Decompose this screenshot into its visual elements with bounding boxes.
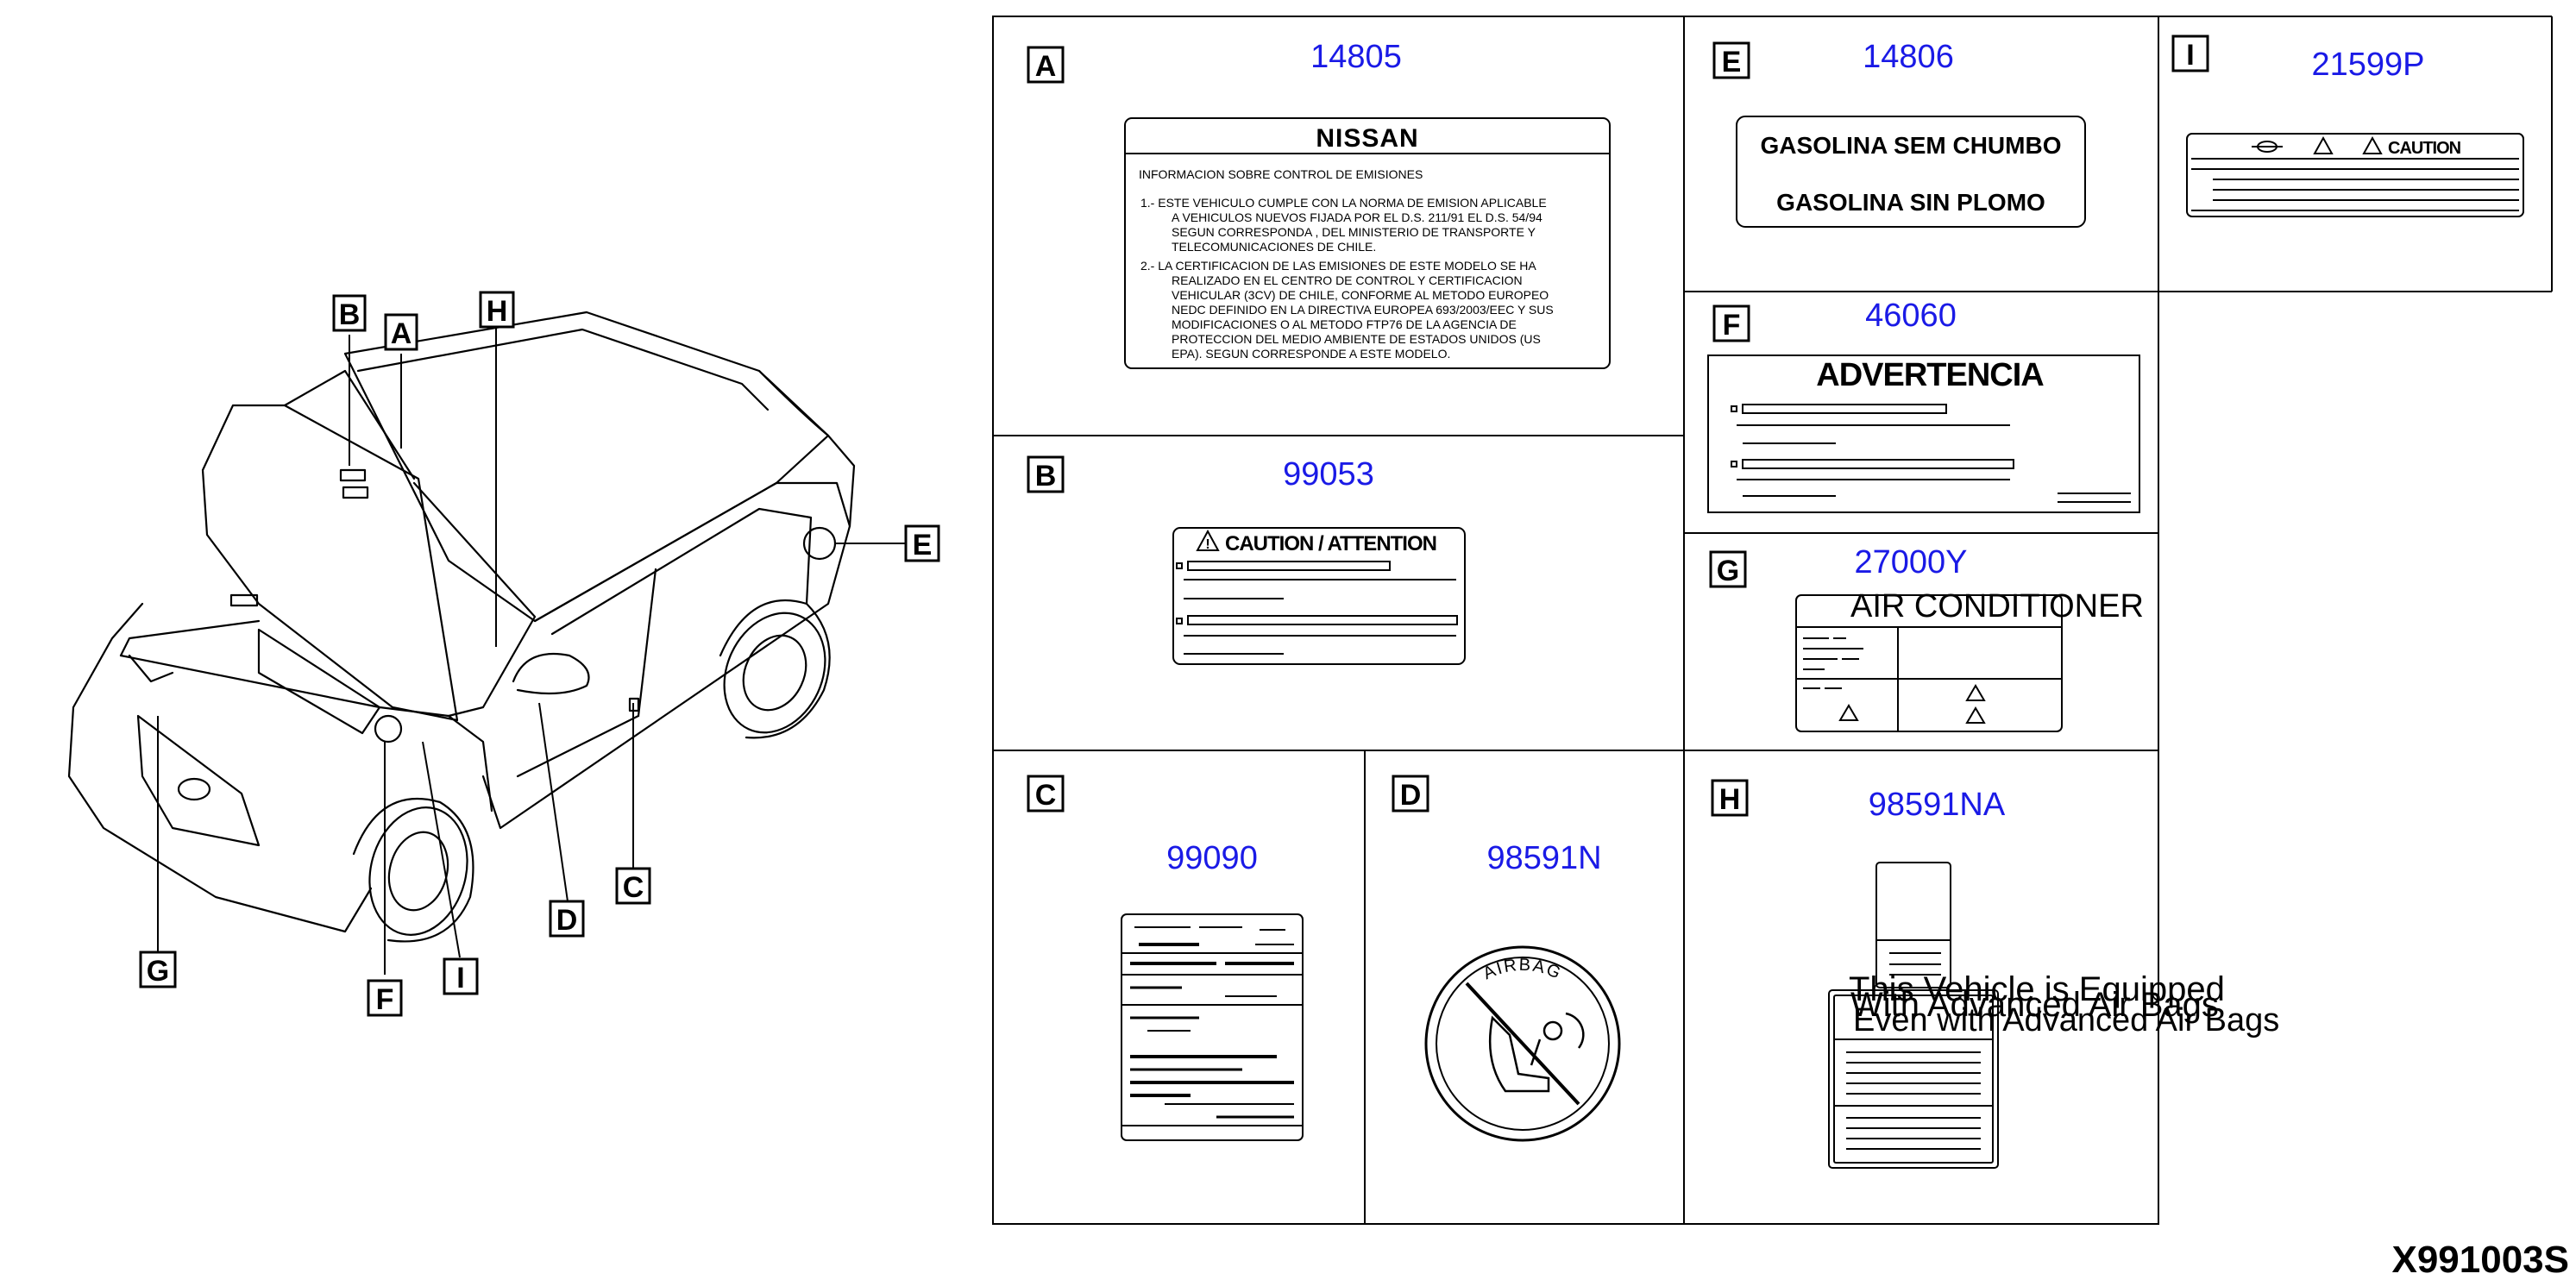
svg-text:2.- LA CERTIFICACION DE LAS EM: 2.- LA CERTIFICACION DE LAS EMISIONES DE…	[1140, 259, 1536, 273]
callout-A-letter: A	[391, 317, 412, 350]
callout-E[interactable]: E	[904, 524, 940, 562]
panel-H-part-number: 98591NA	[1869, 787, 2006, 823]
info-label	[1121, 913, 1304, 1141]
vehicle-illustration	[67, 311, 856, 943]
caution-label-small-caption: CAUTION	[2388, 139, 2461, 158]
callout-leaders	[157, 319, 906, 975]
svg-text:!: !	[1205, 537, 1209, 552]
svg-text:TELECOMUNICACIONES DE CHILE.: TELECOMUNICACIONES DE CHILE.	[1172, 240, 1376, 254]
callout-H-letter: H	[487, 295, 508, 328]
air-conditioner-caption: AIR CONDITIONER	[1850, 588, 2144, 624]
panel-D-part-number: 98591N	[1486, 840, 1601, 876]
panel-I-part-number: 21599P	[2311, 47, 2424, 83]
diagram-code: X991003S	[2391, 1239, 2569, 1280]
emission-label	[1124, 117, 1611, 369]
svg-text:SEGUN CORRESPONDA , DEL MINI: SEGUN CORRESPONDA , DEL MINISTERIO DE TR…	[1172, 225, 1536, 239]
panel-F-letter: F	[1723, 309, 1741, 342]
callout-F[interactable]: F	[367, 979, 403, 1017]
svg-text:PROTECCION DEL MEDIO AMBIEN: PROTECCION DEL MEDIO AMBIENTE DE ESTADOS…	[1172, 332, 1541, 346]
panel-E: E 14806 GASOLINA SEM CHUMBO GASOLINA SIN…	[1712, 39, 2086, 228]
svg-text:NEDC DEFINIDO EN LA DIRECTIVA: NEDC DEFINIDO EN LA DIRECTIVA EUROPEA 69…	[1172, 303, 1554, 317]
callout-G[interactable]: G	[139, 951, 177, 988]
panel-F-part-number: 46060	[1865, 298, 1957, 334]
callout-B[interactable]: B	[332, 294, 367, 332]
panel-C-part-number: 99090	[1166, 840, 1258, 876]
callout-A[interactable]: A	[384, 313, 418, 351]
panel-A: A 14805 NISSAN INFORMACION SOBRE CONTROL…	[1027, 39, 1611, 369]
caution-attention-caption: CAUTION / ATTENTION	[1225, 532, 1436, 555]
panel-A-part-number: 14805	[1310, 39, 1402, 75]
svg-text:A VEHICULOS NUEVOS FIJADA POR: A VEHICULOS NUEVOS FIJADA POR EL D.S. 21…	[1172, 210, 1542, 224]
panel-B-part-number: 99053	[1283, 456, 1374, 493]
airbag-child-seat-icon	[1424, 945, 1621, 1142]
callout-F-letter: F	[376, 983, 394, 1016]
panel-I: I 21599P CAUTION	[2171, 35, 2524, 217]
airbag-badge-text: AIRBAG	[1480, 956, 1565, 984]
advertencia-label	[1707, 355, 2140, 513]
panel-B-letter: B	[1035, 460, 1057, 493]
panel-I-letter: I	[2186, 39, 2194, 72]
callout-D[interactable]: D	[549, 900, 585, 938]
emission-label-body: 1.- ESTE VEHICULO CUMPLE CON LA NORMA DE…	[1140, 196, 1554, 361]
panel-E-part-number: 14806	[1863, 39, 1954, 75]
caution-label-small	[2186, 133, 2524, 217]
emission-label-heading: INFORMACION SOBRE CONTROL DE EMISIONES	[1139, 167, 1423, 181]
airbag-equipped-line2: With Advanced Air Bags	[1850, 986, 2219, 1024]
panel-A-letter: A	[1035, 50, 1057, 83]
callout-C[interactable]: C	[615, 867, 651, 905]
callout-E-letter: E	[913, 529, 933, 562]
panel-H: H 98591NA This Vehicle is Equipped With …	[1711, 779, 2279, 1169]
advertencia-caption: ADVERTENCIA	[1816, 357, 2044, 393]
panel-C-letter: C	[1035, 779, 1057, 812]
airbag-equipped-line1: This Vehicle is Equipped	[1849, 970, 2225, 1008]
panel-B: B 99053 ! CAUTION / ATTENTION	[1027, 455, 1466, 665]
callout-C-letter: C	[623, 871, 644, 904]
svg-text:REALIZADO EN EL CENTRO DE: REALIZADO EN EL CENTRO DE CONTROL Y CERT…	[1172, 273, 1523, 287]
callout-I-letter: I	[456, 962, 464, 995]
panel-G: G 27000Y AIR CONDITIONER	[1709, 544, 2144, 732]
svg-text:EPA). SEGUN CORRESPONDE A ESTE: EPA). SEGUN CORRESPONDE A ESTE MODELO.	[1172, 347, 1450, 361]
callout-H[interactable]: H	[479, 291, 515, 329]
sun-visor-label	[1828, 862, 1999, 1169]
emission-label-brand: NISSAN	[1316, 124, 1418, 153]
callout-G-letter: G	[147, 955, 169, 988]
panel-D-letter: D	[1400, 779, 1422, 812]
svg-text:VEHICULAR (3CV) DE CHILE, CO: VEHICULAR (3CV) DE CHILE, CONFORME AL ME…	[1172, 288, 1549, 302]
fuel-label-line2: GASOLINA SIN PLOMO	[1776, 189, 2045, 216]
panel-D: D 98591N AIRBAG	[1392, 775, 1621, 1142]
svg-text:MODIFICACIONES O AL METODO: MODIFICACIONES O AL METODO FTP76 DE LA A…	[1172, 317, 1517, 331]
callout-I[interactable]: I	[443, 957, 479, 995]
panel-G-letter: G	[1717, 555, 1739, 587]
car-callout-boxes: B A H E C D G F	[139, 291, 940, 1017]
air-conditioner-label	[1795, 594, 2063, 732]
panel-H-letter: H	[1719, 783, 1741, 816]
airbag-equipped-line3: Even with Advanced Air Bags	[1853, 1002, 2279, 1038]
panel-G-part-number: 27000Y	[1854, 544, 1967, 580]
label-grid	[992, 16, 2553, 1225]
panel-C: C 99090	[1027, 775, 1304, 1141]
callout-D-letter: D	[556, 904, 578, 937]
callout-B-letter: B	[339, 298, 361, 331]
svg-text:1.- ESTE VEHICULO CUMPLE CON: 1.- ESTE VEHICULO CUMPLE CON LA NORMA DE…	[1140, 196, 1547, 210]
fuel-label-line1: GASOLINA SEM CHUMBO	[1761, 132, 2062, 159]
panel-F: F 46060 ADVERTENCIA	[1707, 298, 2140, 513]
panel-E-letter: E	[1722, 46, 1742, 78]
fuel-label	[1736, 116, 2086, 228]
